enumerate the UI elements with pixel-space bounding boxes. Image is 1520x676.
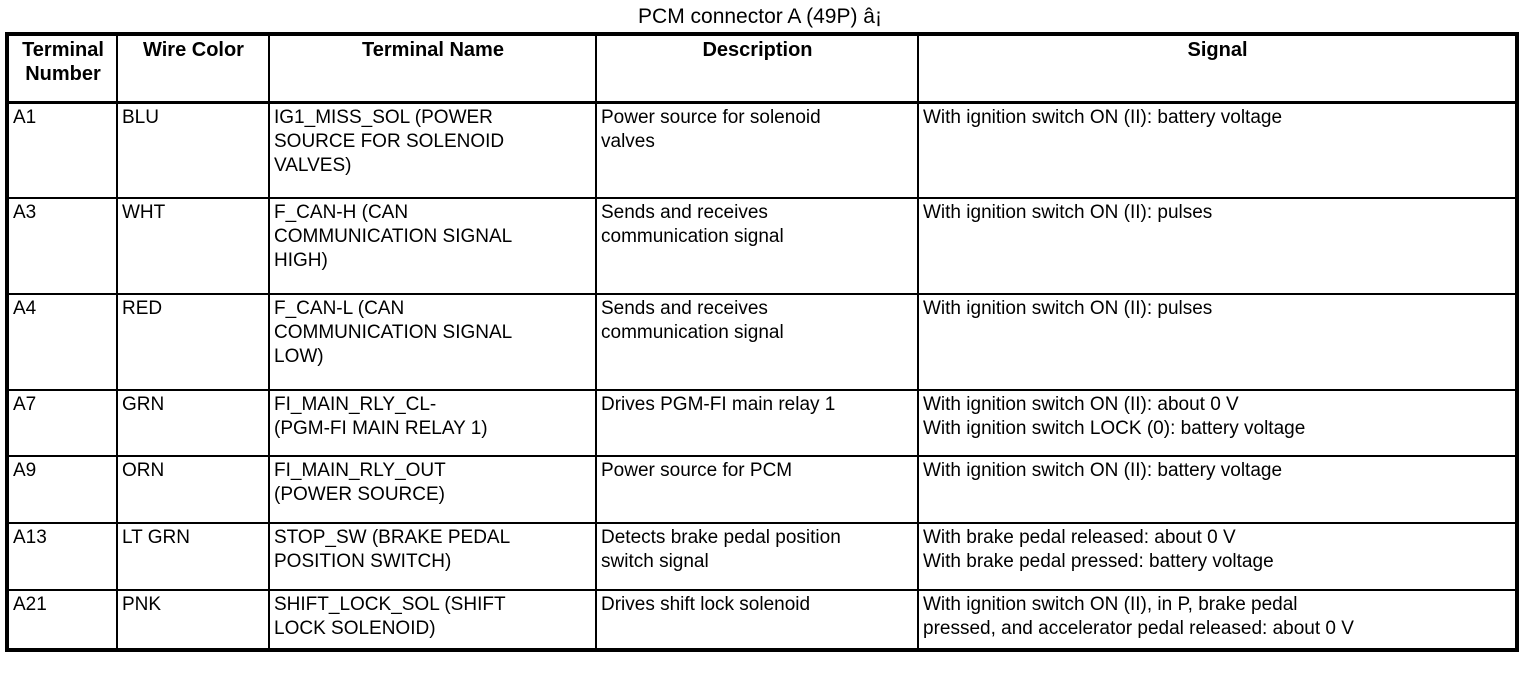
cell-terminal-name: IG1_MISS_SOL (POWER SOURCE FOR SOLENOID … — [268, 101, 597, 199]
cell-description: Drives shift lock solenoid — [595, 589, 919, 651]
cell-wire-color: BLU — [116, 101, 270, 199]
cell-signal: With brake pedal released: about 0 V Wit… — [917, 522, 1518, 591]
cell-terminal-name: F_CAN-L (CAN COMMUNICATION SIGNAL LOW) — [268, 293, 597, 391]
cell-signal: With ignition switch ON (II), in P, brak… — [917, 589, 1518, 651]
cell-terminal-name: STOP_SW (BRAKE PEDAL POSITION SWITCH) — [268, 522, 597, 591]
col-header-signal: Signal — [917, 33, 1518, 103]
cell-signal: With ignition switch ON (II): pulses — [917, 197, 1518, 295]
cell-wire-color: PNK — [116, 589, 270, 651]
cell-description: Sends and receives communication signal — [595, 293, 919, 391]
col-header-description: Description — [595, 33, 919, 103]
cell-terminal: A3 — [6, 197, 118, 295]
cell-terminal: A4 — [6, 293, 118, 391]
col-header-wire-color: Wire Color — [116, 33, 270, 103]
cell-terminal-name: F_CAN-H (CAN COMMUNICATION SIGNAL HIGH) — [268, 197, 597, 295]
cell-wire-color: GRN — [116, 389, 270, 457]
cell-wire-color: ORN — [116, 455, 270, 524]
page-title: PCM connector A (49P) â¡ — [638, 5, 882, 28]
cell-description: Drives PGM-FI main relay 1 — [595, 389, 919, 457]
cell-terminal: A21 — [6, 589, 118, 651]
col-header-terminal-name: Terminal Name — [268, 33, 597, 103]
cell-terminal: A9 — [6, 455, 118, 524]
cell-signal: With ignition switch ON (II): pulses — [917, 293, 1518, 391]
cell-signal: With ignition switch ON (II): battery vo… — [917, 101, 1518, 199]
cell-terminal-name: FI_MAIN_RLY_OUT (POWER SOURCE) — [268, 455, 597, 524]
header-row: Terminal Number Wire Color Terminal Name… — [6, 33, 1518, 103]
cell-terminal-name: FI_MAIN_RLY_CL- (PGM-FI MAIN RELAY 1) — [268, 389, 597, 457]
cell-description: Detects brake pedal position switch sign… — [595, 522, 919, 591]
cell-description: Power source for solenoid valves — [595, 101, 919, 199]
cell-wire-color: WHT — [116, 197, 270, 295]
cell-terminal-name: SHIFT_LOCK_SOL (SHIFT LOCK SOLENOID) — [268, 589, 597, 651]
cell-signal: With ignition switch ON (II): about 0 V … — [917, 389, 1518, 457]
cell-signal: With ignition switch ON (II): battery vo… — [917, 455, 1518, 524]
cell-description: Sends and receives communication signal — [595, 197, 919, 295]
cell-wire-color: RED — [116, 293, 270, 391]
pcm-connector-table: Terminal Number Wire Color Terminal Name… — [5, 32, 1519, 652]
cell-terminal: A13 — [6, 522, 118, 591]
col-header-terminal-number: Terminal Number — [6, 33, 118, 103]
cell-terminal: A1 — [6, 101, 118, 199]
cell-terminal: A7 — [6, 389, 118, 457]
cell-description: Power source for PCM — [595, 455, 919, 524]
cell-wire-color: LT GRN — [116, 522, 270, 591]
